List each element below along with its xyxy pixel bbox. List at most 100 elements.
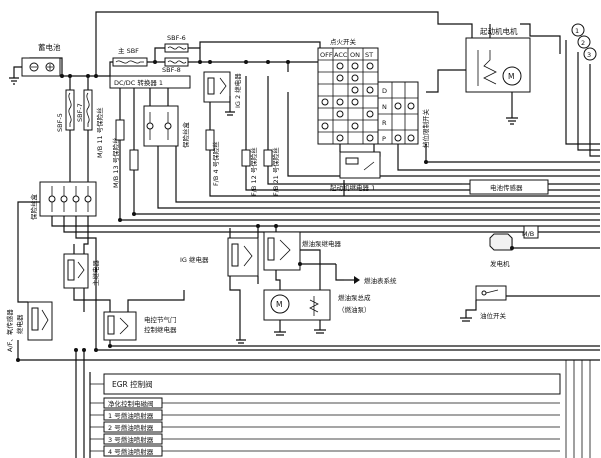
generator-icon	[489, 233, 513, 251]
injector1-label: 1 号燃油喷射器	[108, 411, 154, 420]
mb-box	[523, 225, 539, 239]
fb12-fuse	[241, 149, 251, 167]
sw-acc-label: ACC	[334, 51, 348, 59]
connector-3	[583, 47, 597, 61]
fuel-sender-ground-icon	[314, 329, 326, 334]
starter-motor-box	[465, 37, 531, 93]
fuse-box-top-label: 保险丝盒	[181, 122, 190, 149]
injector2-label: 2 号燃油喷射器	[108, 423, 154, 432]
fb21-fuse	[263, 149, 273, 167]
arrow-right-icon	[354, 276, 360, 284]
dcdc-box	[109, 75, 191, 89]
starter-motor-icon	[502, 66, 522, 86]
battery-sensor-box	[469, 179, 549, 195]
battery-ground-icon	[9, 77, 19, 85]
ig2-ground-icon	[225, 96, 235, 116]
neutral-switch-label: 油位开关	[480, 311, 507, 320]
fb21-label: F/B 21 号保险丝	[271, 147, 280, 196]
sbf7-fuse	[83, 89, 93, 131]
inhibitor-switch-box	[377, 81, 419, 145]
throttle-relay: 电控节气门 控制继电器	[103, 311, 177, 341]
fuel-pump-assy: M 燃油泵总成 （燃油泵）	[263, 289, 371, 336]
fuel-pump-label: （燃油泵）	[338, 305, 371, 314]
fuse-box-left-label: 保险丝盒	[29, 194, 38, 221]
battery-sensor-label: 电池传感器	[490, 183, 523, 192]
fusible-links-top: 主 SBF SBF-6 SBF-8	[112, 34, 189, 74]
sbf6-label: SBF-6	[167, 34, 186, 42]
fb12-label: F/B 12 号保险丝	[249, 147, 258, 196]
sbf8-label: SBF-8	[162, 66, 181, 74]
neutral-switch-ground-icon	[460, 317, 472, 322]
ig-relay: IG 继电器	[180, 237, 259, 344]
starter-relay: 起动机继电器 1	[330, 151, 381, 192]
starter-relay-box	[339, 151, 381, 179]
fuel-gauge-system-label: 燃油表系统	[364, 276, 397, 285]
ignition-switch: 点火开关 OFF ACC ON ST	[317, 37, 379, 145]
inhibitor-switch-label: 挡位限制开关	[421, 109, 430, 149]
fuel-pump-motor-icon	[270, 294, 290, 314]
sbf7-label: SBF-7	[76, 103, 84, 122]
af-sensor-relay-label-1: A/F、氧传感器	[5, 309, 14, 352]
sw-on-label: ON	[350, 51, 360, 59]
sbf5-label: SBF-5	[56, 113, 64, 132]
sw-off-label: OFF	[320, 51, 333, 59]
fb4-fuse	[205, 129, 215, 151]
gear-r-label: R	[382, 119, 387, 127]
purge-valve-label: 净化控制电磁阀	[108, 399, 154, 408]
mb13-fuse	[129, 149, 139, 171]
af-sensor-relay: A/F、氧传感器 继电器	[5, 301, 53, 352]
injector4-label: 4 号燃油喷射器	[108, 447, 154, 456]
starter-motor: 起动机电机 M	[465, 26, 531, 125]
connector-1	[571, 23, 585, 37]
battery: 蓄电池	[9, 42, 61, 85]
actuator-list: EGR 控制阀 净化控制电磁阀 1 号燃油喷射器 2 号燃油喷射器 3 号燃油喷…	[90, 373, 561, 457]
mb11-label: M/B 11 号保险丝	[95, 107, 104, 158]
fuel-pump-motor-symbol: M	[276, 300, 282, 309]
main-relay: 主继电器	[63, 253, 100, 289]
gear-p-label: P	[382, 135, 386, 143]
dcdc-label: DC/DC 转换器 1	[114, 78, 163, 87]
egr-valve-label: EGR 控制阀	[112, 379, 153, 389]
neutral-switch: 油位开关	[460, 285, 507, 322]
throttle-relay-label-2: 控制继电器	[144, 325, 177, 334]
dcdc-converter: DC/DC 转换器 1	[109, 75, 191, 89]
ig-relay-ground-icon	[236, 339, 246, 344]
sbf5-fuse	[65, 89, 75, 131]
neutral-switch-box	[475, 285, 507, 301]
ignition-switch-label: 点火开关	[330, 37, 357, 46]
sbf-5-7: SBF-5 SBF-7	[56, 89, 93, 132]
mb-label: M/B	[522, 230, 534, 238]
main-relay-label: 主继电器	[91, 260, 100, 287]
fuse-box-top: 保险丝盒	[143, 105, 190, 149]
mb13-label: M/B 13 号保险丝	[111, 137, 120, 188]
fuel-gauge-system: 燃油表系统	[344, 276, 397, 285]
gear-d-label: D	[382, 87, 387, 95]
mb11-fuse	[115, 119, 125, 141]
sw-st-label: ST	[365, 51, 373, 59]
starter-motor-symbol: M	[508, 72, 514, 81]
egr-valve-box	[103, 373, 561, 395]
inhibitor-switch: D N R P 挡位限制开关	[377, 81, 430, 149]
fuse-box-left: 保险丝盒	[29, 181, 97, 221]
fuel-pump-ground-icon	[274, 331, 286, 336]
connector-3-label: 3	[587, 51, 591, 59]
starter-relay-label: 起动机继电器 1	[330, 183, 375, 192]
connector-1-label: 1	[575, 27, 579, 35]
connector-2	[577, 35, 591, 49]
injector3-label: 3 号燃油喷射器	[108, 435, 154, 444]
battery-sensor: 电池传感器	[469, 179, 549, 195]
fuel-pump-assy-box	[263, 289, 331, 321]
main-sbf-fuse	[112, 57, 148, 67]
af-sensor-relay-label-2: 继电器	[15, 314, 24, 334]
gear-n-label: N	[382, 103, 387, 111]
main-sbf-label: 主 SBF	[118, 46, 139, 55]
ig-relay-label: IG 继电器	[180, 255, 209, 264]
ig2-relay: IG 2 继电器	[203, 71, 242, 116]
battery-label: 蓄电池	[38, 42, 61, 52]
starter-ground-icon	[506, 117, 518, 125]
ignition-contact-grid	[321, 62, 374, 142]
fb4-label: F/B 4 号保险丝	[211, 141, 220, 186]
generator: M/B 发电机	[489, 225, 539, 268]
connectors-right: 1 2 3	[571, 23, 597, 61]
